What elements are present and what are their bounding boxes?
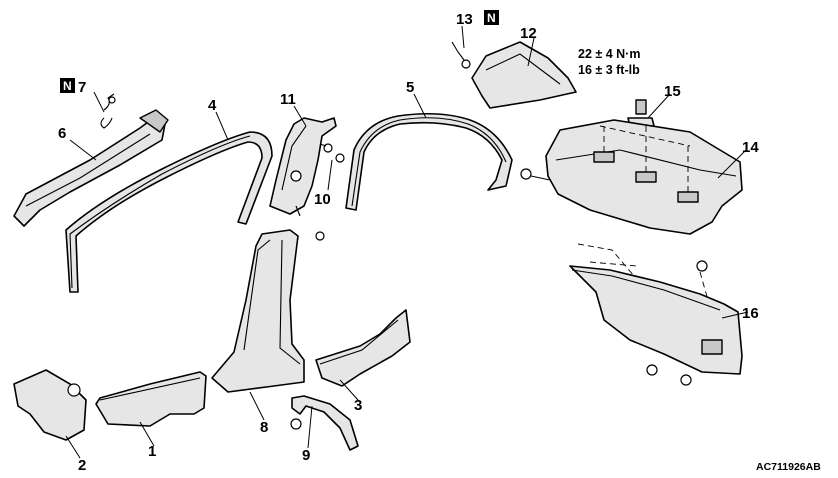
callout-14: 14 [742, 139, 759, 156]
leader-lines [65, 25, 749, 459]
callout-16: 16 [742, 305, 759, 322]
callout-2: 2 [78, 457, 86, 474]
part-5-rear-weatherstrip [345, 112, 513, 211]
n-badge-7: N [60, 78, 75, 93]
torque-metric: 22 ± 4 N·m [578, 47, 640, 61]
part-8-center-pillar-lower-trim [211, 229, 305, 393]
callout-11: 11 [280, 91, 296, 108]
part-2-kick-panel [13, 369, 87, 441]
part-12-rear-pillar-trim [471, 41, 577, 109]
callout-12: 12 [520, 25, 537, 42]
part-13-clip [451, 41, 471, 69]
callout-15: 15 [664, 83, 681, 100]
n-badge-13: N [484, 10, 499, 25]
torque-imperial: 16 ± 3 ft-lb [578, 63, 640, 77]
callout-7: 7 [78, 79, 86, 96]
n-badge-7-text: N [63, 79, 72, 93]
n-badge-13-text: N [487, 11, 496, 25]
part-3-rear-scuff-plate [315, 309, 411, 387]
callout-4: 4 [208, 97, 217, 114]
callout-10: 10 [314, 191, 331, 208]
part-6-front-pillar-trim [13, 109, 169, 227]
callout-8: 8 [260, 419, 268, 436]
part-10-screws [319, 143, 345, 163]
callout-3: 3 [354, 397, 362, 414]
part-1-front-scuff-plate [95, 371, 207, 427]
callout-9: 9 [302, 447, 310, 464]
part-16-trunk-side-trim [569, 243, 743, 386]
part-14-rear-shelf-trim [520, 119, 743, 235]
part-11-center-pillar-upper-trim [269, 117, 337, 241]
callouts: 6 7 4 11 10 5 12 13 15 14 16 1 2 8 9 3 [58, 11, 759, 474]
callout-5: 5 [406, 79, 414, 96]
reference-code: AC711926AB [756, 461, 821, 473]
callout-13: 13 [456, 11, 473, 28]
part-4-front-weatherstrip [65, 131, 273, 293]
callout-1: 1 [148, 443, 156, 460]
part-7-harness-clip [100, 93, 116, 129]
part-9-seat-belt-guide [290, 395, 359, 451]
callout-6: 6 [58, 125, 66, 142]
